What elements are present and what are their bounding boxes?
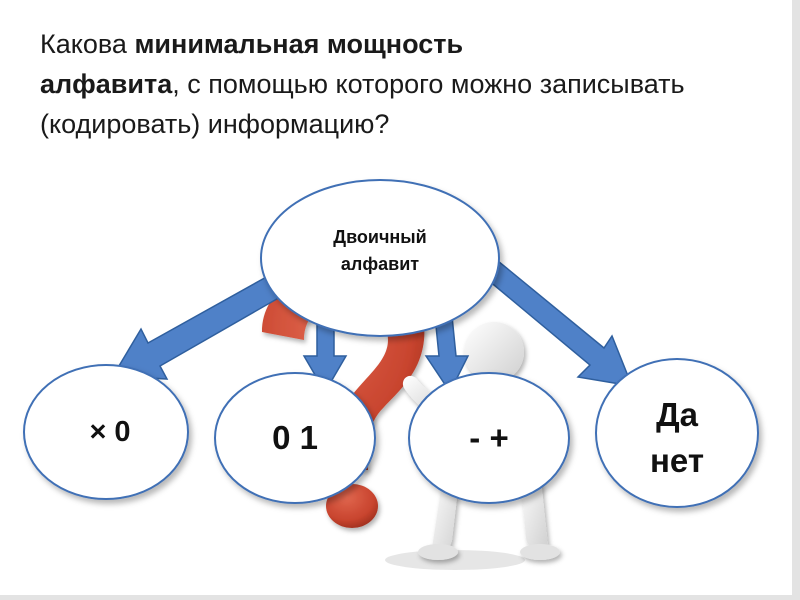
leaf-3-label: - +	[469, 419, 509, 456]
question-part-2: , с помощью которого можно записывать (к…	[40, 69, 685, 139]
slide-edge-right	[792, 0, 800, 600]
leaf-4-label: Да нет	[602, 392, 752, 484]
question-bold-2: алфавита	[40, 69, 173, 99]
question-text: Какова минимальная мощность алфавита, с п…	[40, 24, 740, 144]
question-part-1: Какова	[40, 29, 135, 59]
root-label-line-1: Двоичный	[333, 227, 427, 247]
root-node	[260, 179, 500, 337]
arrow-to-leaf-1	[111, 273, 284, 380]
arrows	[111, 259, 634, 394]
root-node-label: Двоичный алфавит	[300, 224, 460, 278]
slide-edge-bottom	[0, 595, 800, 600]
nodes	[23, 179, 759, 508]
leaf-node-1	[23, 364, 189, 500]
question-bold-1: минимальная мощность	[134, 29, 464, 59]
leaf-2-label: 0 1	[272, 419, 318, 456]
leaf-1-label: × 0	[89, 416, 131, 448]
leaf-node-3	[408, 372, 570, 504]
arrow-to-leaf-4	[487, 259, 634, 387]
arrow-to-leaf-3	[424, 315, 470, 394]
leaf-node-4	[595, 358, 759, 508]
root-label-line-2: алфавит	[340, 254, 420, 274]
leaf-node-2	[214, 372, 376, 504]
leaf-4-label-line-1: Да	[656, 396, 698, 433]
leaf-4-label-line-2: нет	[649, 442, 704, 479]
